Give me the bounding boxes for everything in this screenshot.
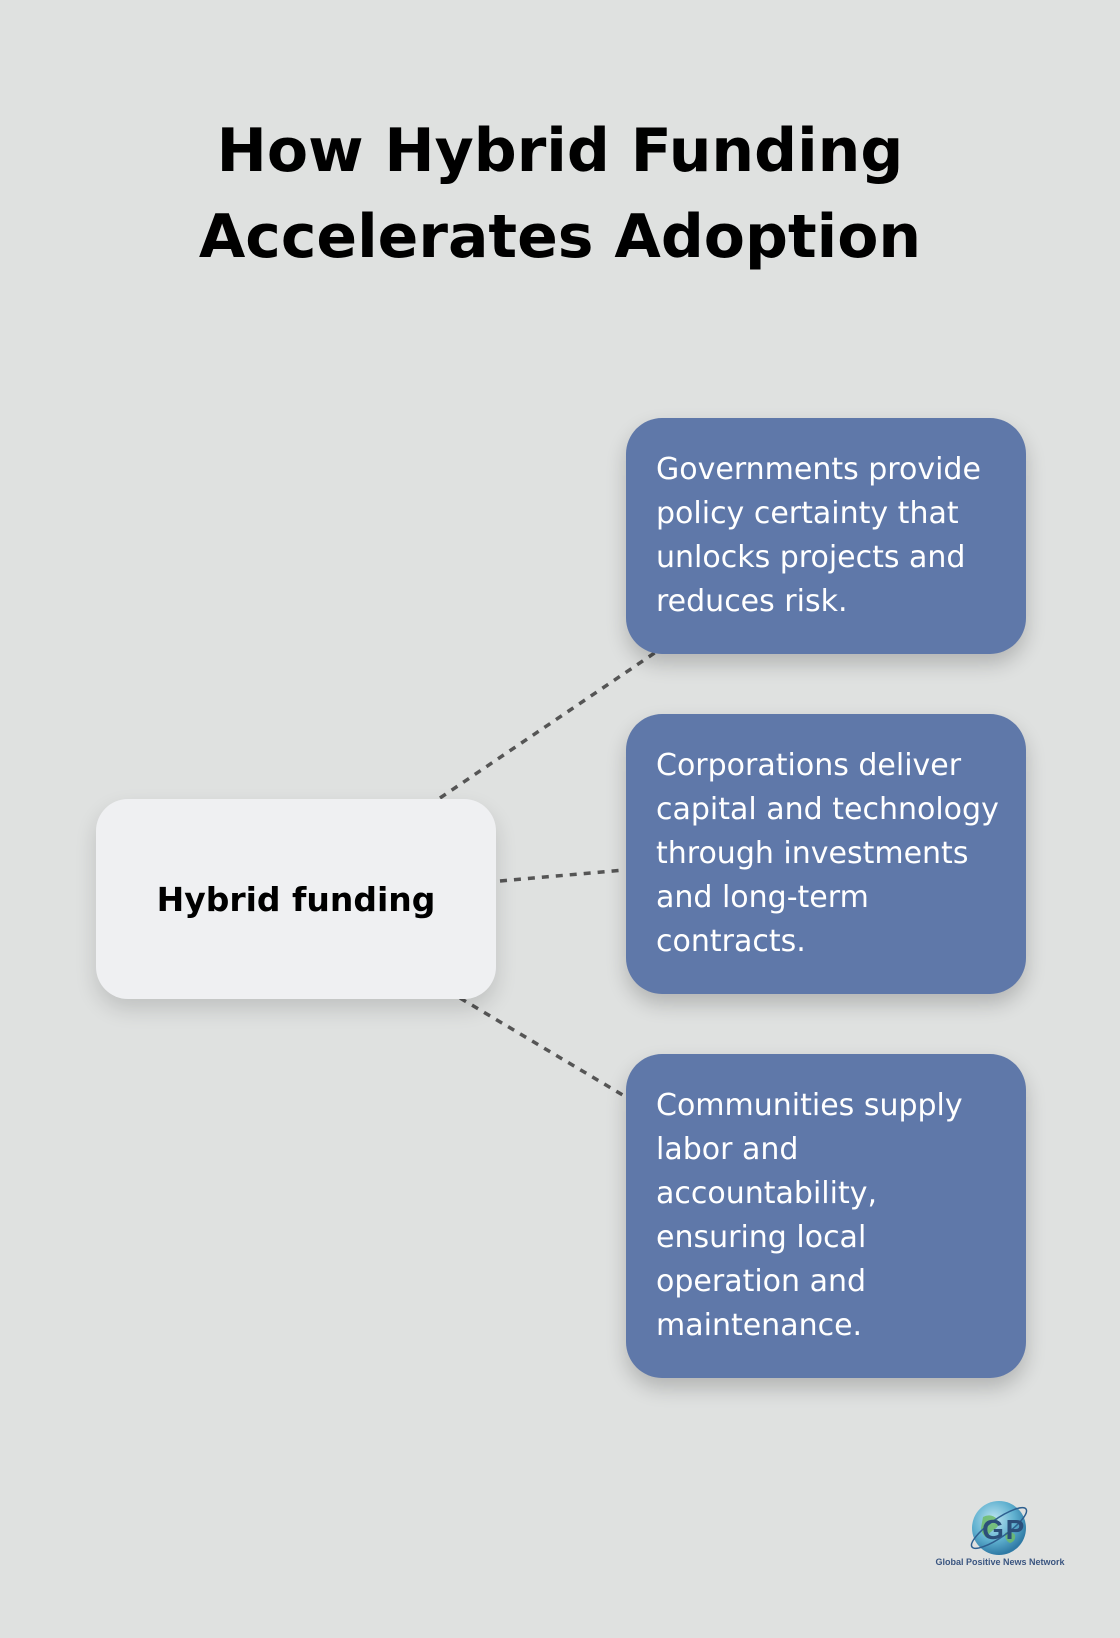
connector-to-card-2 (499, 868, 625, 883)
card-governments: Governments provide policy certainty tha… (626, 418, 1026, 654)
card-governments-text: Governments provide policy certainty tha… (656, 452, 981, 619)
center-node-label: Hybrid funding (156, 879, 436, 919)
connector-to-card-3 (459, 996, 627, 1099)
title-line-2: Accelerates Adoption (198, 202, 922, 272)
page-title: How Hybrid Funding Accelerates Adoption (0, 108, 1120, 280)
card-communities-text: Communities supply labor and accountabil… (656, 1088, 963, 1343)
globe-icon: G P (970, 1501, 1028, 1555)
center-node-hybrid-funding: Hybrid funding (96, 799, 496, 999)
card-corporations-text: Corporations deliver capital and technol… (656, 748, 999, 959)
card-communities: Communities supply labor and accountabil… (626, 1054, 1026, 1378)
title-line-1: How Hybrid Funding (216, 116, 904, 186)
connector-to-card-1 (439, 650, 657, 800)
logo-monogram-p: P (1006, 1514, 1025, 1545)
logo-caption: Global Positive News Network (935, 1557, 1065, 1567)
logo-monogram-g: G (982, 1514, 1004, 1545)
card-corporations: Corporations deliver capital and technol… (626, 714, 1026, 994)
brand-logo: G P Global Positive News Network (935, 1495, 1065, 1575)
